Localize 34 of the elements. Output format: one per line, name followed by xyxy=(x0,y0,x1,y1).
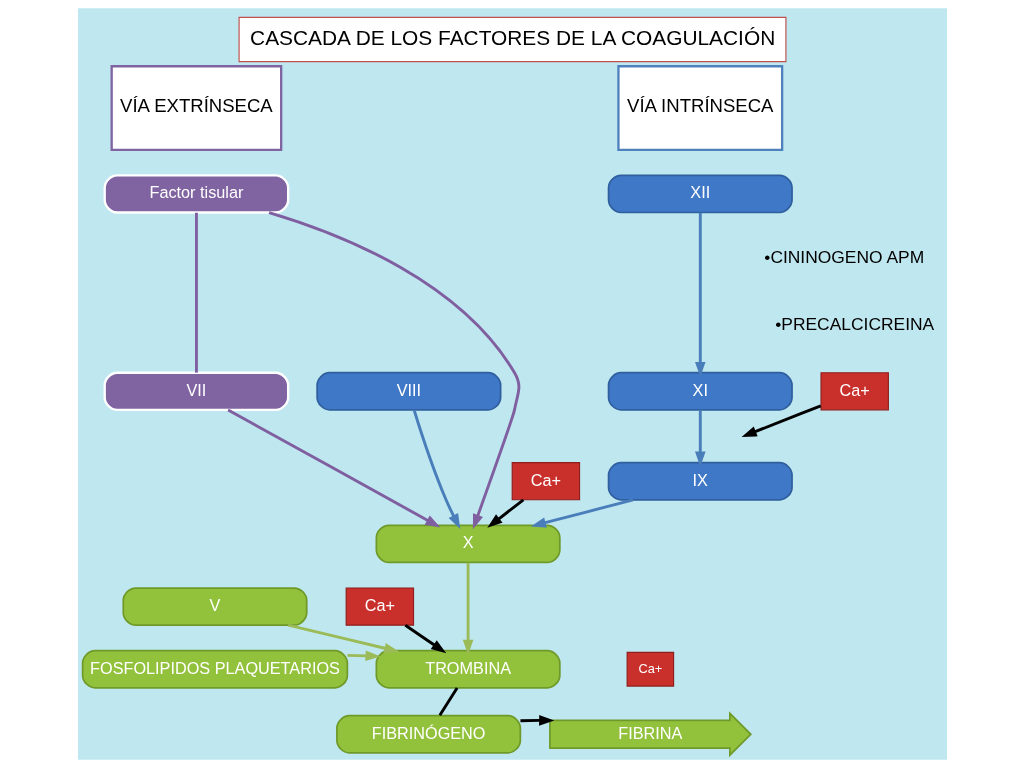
arrow xyxy=(694,212,706,378)
arrow xyxy=(287,623,399,654)
node-box: Ca+ xyxy=(511,462,580,501)
node-box: TROMBINA xyxy=(375,649,561,689)
node-box: Factor tisular xyxy=(103,174,289,214)
connector xyxy=(438,687,458,717)
diagram-title: CASCADA DE LOS FACTORES DE LA COAGULACIÓN xyxy=(249,25,775,49)
arrow xyxy=(412,409,460,529)
node-box: FOSFOLIPIDOS PLAQUETARIOS xyxy=(81,649,348,689)
node-box: VÍA INTRÍNSECA xyxy=(616,65,783,151)
arrow xyxy=(694,410,706,467)
arrow xyxy=(404,624,446,654)
node-box: X xyxy=(375,524,561,564)
arrow xyxy=(226,408,440,528)
node-box: XI xyxy=(607,371,793,411)
arrow xyxy=(346,650,381,662)
node-box: IX xyxy=(607,461,793,501)
connector xyxy=(194,212,198,373)
label: •CININOGENO APM xyxy=(763,247,924,267)
node-box: FIBRINÓGENO xyxy=(335,714,521,754)
arrow xyxy=(486,498,524,528)
node-box: VIII xyxy=(315,371,501,411)
arrow xyxy=(530,498,633,528)
arrow xyxy=(519,715,554,726)
arrow xyxy=(462,562,473,655)
node-box: VÍA EXTRÍNSECA xyxy=(110,65,282,151)
node-box: Ca+ xyxy=(626,651,674,687)
node-box: VII xyxy=(103,371,289,412)
node-box: Ca+ xyxy=(345,587,414,626)
node-box: V xyxy=(121,587,308,627)
node-box: Ca+ xyxy=(819,372,889,411)
arrow xyxy=(268,211,520,530)
node-box: XII xyxy=(607,174,793,214)
label: •PRECALCICREINA xyxy=(774,314,934,335)
